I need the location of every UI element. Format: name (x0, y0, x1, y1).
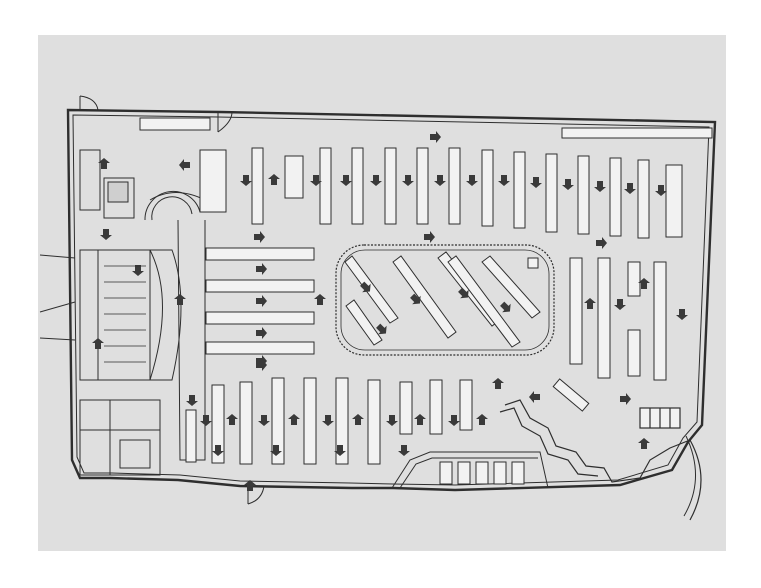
leader-lines (39, 254, 76, 341)
service-counter (499, 399, 691, 483)
bottom-gondolas (185, 377, 590, 465)
flow-arrows (92, 131, 688, 491)
diagonal-shelves (344, 251, 541, 348)
door-swings (79, 95, 265, 505)
front-end-area (391, 451, 549, 489)
right-gondolas (569, 257, 667, 381)
central-island (335, 244, 555, 356)
room-shelving (104, 265, 146, 363)
building-walls (66, 108, 717, 521)
top-fixtures (139, 117, 713, 213)
round-display (144, 190, 201, 221)
horizontal-gondolas (205, 247, 315, 355)
top-gondolas (251, 147, 683, 239)
